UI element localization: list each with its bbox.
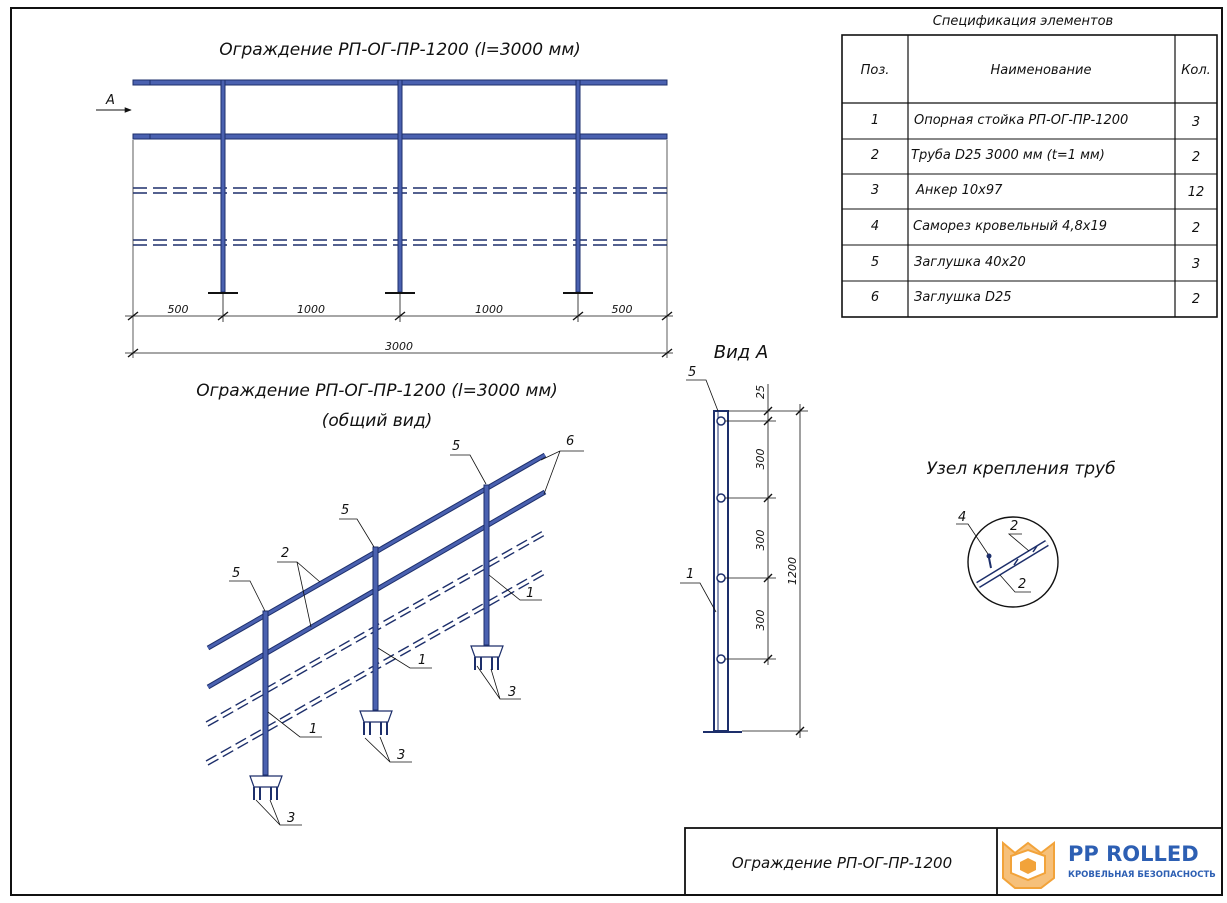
callout-post-2: 1 xyxy=(418,653,426,668)
spec-header-pos: Поз. xyxy=(861,63,890,78)
view-a-callout-cap: 5 xyxy=(688,365,696,380)
node-detail: Узел крепления труб 4 2 2 xyxy=(926,459,1116,608)
spec-row: 5 Заглушка 40х20 3 xyxy=(871,255,1200,272)
spec-row-6-pos: 6 xyxy=(871,290,879,305)
callout-anchor-2: 3 xyxy=(397,748,405,763)
spec-header-qty: Кол. xyxy=(1181,63,1211,78)
view-a-dim-spacing-1: 300 xyxy=(754,449,767,470)
general-view: Ограждение РП-ОГ-ПР-1200 (l=3000 мм) (об… xyxy=(196,381,584,826)
node-screw-body xyxy=(988,557,992,569)
view-a-dimension-lines xyxy=(725,384,808,738)
logo-brand: PP ROLLED xyxy=(1068,842,1199,866)
front-dim-total: 3000 xyxy=(385,340,413,353)
front-dim-seg-1: 500 xyxy=(168,303,189,316)
iso-post-1 xyxy=(249,610,283,800)
front-view-title: Ограждение РП-ОГ-ПР-1200 (l=3000 мм) xyxy=(219,40,581,60)
spec-row: 1 Опорная стойка РП-ОГ-ПР-1200 3 xyxy=(871,113,1200,130)
spec-row-3-qty: 12 xyxy=(1188,185,1205,200)
view-a-title: Вид А xyxy=(714,342,769,363)
view-a-dim-spacing-3: 300 xyxy=(754,610,767,631)
iso-post-2 xyxy=(359,546,393,735)
title-block: Ограждение РП-ОГ-ПР-1200 PP ROLLED КРОВЕ… xyxy=(684,827,1223,896)
spec-row-1-qty: 3 xyxy=(1192,115,1200,130)
spec-grid xyxy=(841,34,1218,318)
node-circle xyxy=(967,516,1059,608)
stamp-title: Ограждение РП-ОГ-ПР-1200 xyxy=(732,854,952,872)
view-a-dim-spacing-2: 300 xyxy=(754,530,767,551)
spec-table: Спецификация элементов Поз. Наименование… xyxy=(841,14,1218,318)
callout-post-1: 1 xyxy=(309,722,317,737)
iso-post-3 xyxy=(470,484,504,670)
view-a-marker-label: А xyxy=(105,93,115,108)
iso-leaders xyxy=(229,450,584,826)
spec-row: 6 Заглушка D25 2 xyxy=(871,290,1200,307)
spec-row-1-name: Опорная стойка РП-ОГ-ПР-1200 xyxy=(914,113,1128,128)
spec-row-2-qty: 2 xyxy=(1192,150,1200,165)
view-a-dim-height: 1200 xyxy=(786,557,799,585)
view-a-hole-3 xyxy=(716,573,726,583)
front-post-1 xyxy=(208,79,238,294)
spec-row-3-pos: 3 xyxy=(871,183,879,198)
callout-cap-3: 5 xyxy=(452,439,460,454)
general-view-subtitle: (общий вид) xyxy=(322,411,432,431)
front-post-3 xyxy=(563,79,593,294)
sheet-frame xyxy=(10,7,1223,896)
spec-row-5-qty: 3 xyxy=(1192,257,1200,272)
node-screw-icon xyxy=(986,553,992,559)
node-callout-pipe-a: 2 xyxy=(1010,519,1018,534)
view-a: Вид А 25 300 300 300 1200 5 1 xyxy=(680,342,808,738)
spec-row-4-name: Саморез кровельный 4,8х19 xyxy=(913,219,1107,234)
spec-row: 3 Анкер 10х97 12 xyxy=(871,183,1204,200)
spec-row-3-name: Анкер 10х97 xyxy=(915,183,1003,198)
callout-anchor-1: 3 xyxy=(287,811,295,826)
spec-row-5-pos: 5 xyxy=(871,255,879,270)
callout-pipe: 2 xyxy=(281,546,289,561)
view-a-leader-post xyxy=(680,582,717,613)
view-a-dim-top: 25 xyxy=(754,385,767,399)
callout-anchor-3: 3 xyxy=(508,685,516,700)
logo-icon xyxy=(1002,840,1055,889)
front-dimension-chain xyxy=(125,293,673,358)
logo: PP ROLLED КРОВЕЛЬНАЯ БЕЗОПАСНОСТЬ xyxy=(1002,840,1216,889)
front-dim-seg-3: 1000 xyxy=(475,303,503,316)
view-a-callout-post: 1 xyxy=(686,567,694,582)
spec-row: 2 Труба D25 3000 мм (t=1 мм) 2 xyxy=(871,148,1200,165)
node-callout-screw: 4 xyxy=(958,510,966,525)
spec-row-2-pos: 2 xyxy=(871,148,879,163)
node-callout-pipe-b: 2 xyxy=(1018,577,1026,592)
callout-cap-1: 5 xyxy=(232,566,240,581)
spec-title: Спецификация элементов xyxy=(933,14,1113,29)
front-view: Ограждение РП-ОГ-ПР-1200 (l=3000 мм) А xyxy=(96,40,673,358)
node-leaders xyxy=(956,523,1031,593)
view-a-leader-cap xyxy=(686,379,719,412)
callout-cap-2: 5 xyxy=(341,503,349,518)
spec-row-2-name: Труба D25 3000 мм (t=1 мм) xyxy=(911,148,1105,163)
front-post-2 xyxy=(385,79,415,294)
general-view-title: Ограждение РП-ОГ-ПР-1200 (l=3000 мм) xyxy=(196,381,558,401)
spec-row: 4 Саморез кровельный 4,8х19 2 xyxy=(871,219,1200,236)
spec-row-6-qty: 2 xyxy=(1192,292,1200,307)
view-a-hole-4 xyxy=(716,654,726,664)
callout-plug: 6 xyxy=(566,434,574,449)
spec-row-1-pos: 1 xyxy=(871,113,879,128)
spec-row-5-name: Заглушка 40х20 xyxy=(914,255,1026,270)
view-a-hole-1 xyxy=(716,416,726,426)
spec-header-name: Наименование xyxy=(990,63,1091,78)
spec-row-4-pos: 4 xyxy=(871,219,879,234)
front-dim-seg-2: 1000 xyxy=(297,303,325,316)
node-title: Узел крепления труб xyxy=(926,459,1115,479)
view-a-hole-2 xyxy=(716,493,726,503)
logo-tagline: КРОВЕЛЬНАЯ БЕЗОПАСНОСТЬ xyxy=(1068,870,1216,880)
front-dim-seg-4: 500 xyxy=(612,303,633,316)
spec-row-4-qty: 2 xyxy=(1192,221,1200,236)
callout-post-3: 1 xyxy=(526,586,534,601)
view-a-post xyxy=(713,410,729,732)
node-pipe xyxy=(976,540,1049,588)
spec-row-6-name: Заглушка D25 xyxy=(914,290,1012,305)
